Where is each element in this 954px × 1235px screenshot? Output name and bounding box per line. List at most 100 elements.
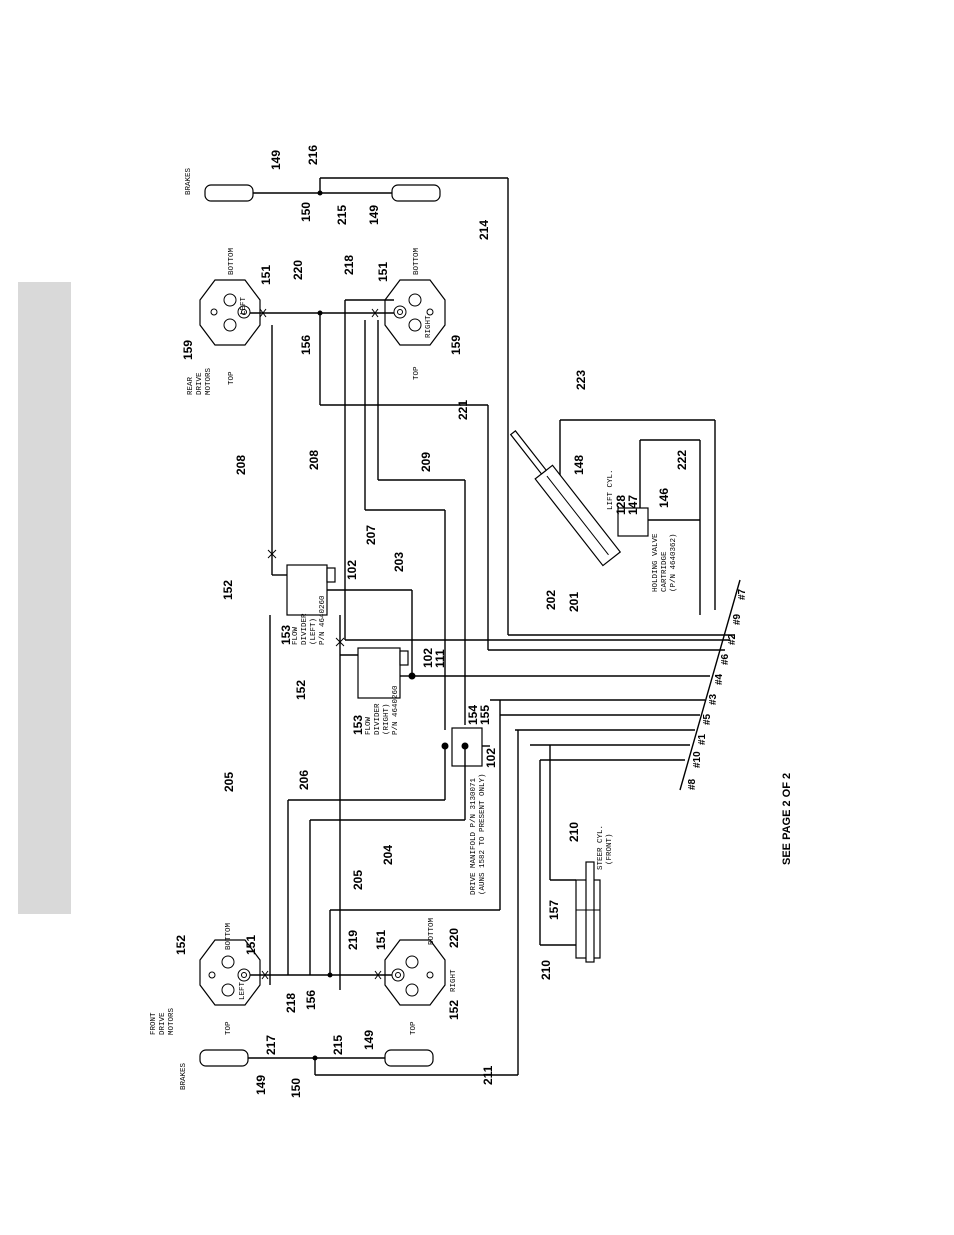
label-right-rr: RIGHT	[425, 315, 433, 338]
rear-brake-left	[204, 184, 254, 202]
front-left-motor	[199, 939, 261, 1006]
steer-cylinder	[575, 861, 601, 963]
callout-147: 147	[626, 495, 640, 515]
port-2: #2	[727, 633, 738, 645]
callout-205a: 205	[222, 772, 236, 792]
front-brake-left	[199, 1049, 249, 1067]
callout-220: 220	[291, 260, 305, 280]
callout-153-b: 153	[351, 715, 365, 735]
callout-222: 222	[675, 450, 689, 470]
callout-150-front: 150	[289, 1078, 303, 1098]
callout-204: 204	[381, 845, 395, 865]
label-left-rl: LEFT	[240, 296, 248, 315]
callout-152-fr: 152	[447, 1000, 461, 1020]
callout-151-fr: 151	[374, 930, 388, 950]
callout-221: 221	[456, 400, 470, 420]
label-bottom-rl: BOTTOM	[228, 247, 236, 275]
label-bottom-fr: BOTTOM	[428, 917, 436, 945]
port-8: #8	[687, 778, 698, 790]
label-holding-3: (P/N 4640362)	[670, 533, 678, 592]
label-top-rr: TOP	[413, 366, 421, 380]
label-rear-line3: MOTORS	[205, 367, 213, 395]
callout-157: 157	[547, 900, 561, 920]
port-5: #5	[702, 713, 713, 725]
callout-102-c: 102	[484, 748, 498, 768]
callout-152-top: 152	[221, 580, 235, 600]
callout-151-fl: 151	[244, 935, 258, 955]
callout-218: 218	[342, 255, 356, 275]
callout-223: 223	[574, 370, 588, 390]
label-fd-left-1: FLOW	[292, 626, 300, 645]
label-brakes-rear: BRAKES	[185, 167, 193, 195]
rear-right-motor	[384, 279, 446, 346]
label-rear-line1: REAR	[187, 376, 195, 395]
callout-209: 209	[419, 452, 433, 472]
callout-102-b: 102	[421, 648, 435, 668]
label-rear-line2: DRIVE	[196, 372, 204, 395]
label-bottom-rr: BOTTOM	[413, 247, 421, 275]
label-steer-2: (FRONT)	[606, 833, 614, 865]
port-3: #3	[708, 693, 719, 705]
callout-153-a: 153	[279, 625, 293, 645]
label-fd-left-3: (LEFT)	[310, 618, 318, 645]
port-9: #9	[732, 613, 743, 625]
port-1: #1	[697, 733, 708, 745]
front-right-motor	[384, 939, 446, 1006]
label-steer-1: STEER CYL.	[597, 825, 605, 870]
label-fd-right-4: P/N 4640260	[392, 685, 400, 735]
callout-128: 128	[614, 495, 628, 515]
label-front-line2: DRIVE	[159, 1012, 167, 1035]
label-fd-left-4: P/N 4640260	[319, 595, 327, 645]
port-7: #7	[737, 588, 748, 600]
callout-217: 217	[264, 1035, 278, 1055]
callout-215-front: 215	[331, 1035, 345, 1055]
callouts: 149 216 150 215 149 214 220 218 151 151 …	[174, 145, 689, 1098]
callout-207: 207	[364, 525, 378, 545]
callout-156-front: 156	[304, 990, 318, 1010]
label-fd-right-3: (RIGHT)	[383, 703, 391, 735]
label-top-fr: TOP	[410, 1021, 418, 1035]
label-lift-cyl: LIFT CYL.	[607, 469, 615, 510]
port-4: #4	[714, 673, 725, 685]
label-top-rl: TOP	[228, 371, 236, 385]
callout-208a: 208	[234, 455, 248, 475]
front-brake-right	[384, 1049, 434, 1067]
rear-left-motor	[199, 279, 261, 346]
callout-151-rr: 151	[376, 262, 390, 282]
label-fd-right-1: FLOW	[365, 716, 373, 735]
port-10: #10	[692, 751, 703, 768]
callout-154: 154	[466, 705, 480, 725]
label-holding-1: HOLDING VALVE	[652, 533, 660, 592]
callout-150: 150	[299, 202, 313, 222]
callout-208b: 208	[307, 450, 321, 470]
callout-149: 149	[269, 150, 283, 170]
callout-201: 201	[567, 592, 581, 612]
callout-206: 206	[297, 770, 311, 790]
label-manifold-1: DRIVE MANIFOLD P/N 3130071	[470, 777, 478, 895]
label-front-line3: MOTORS	[168, 1007, 176, 1035]
footer-note: SEE PAGE 2 OF 2	[781, 773, 793, 865]
side-tab	[18, 282, 71, 914]
port-6: #6	[720, 653, 731, 665]
callout-219: 219	[346, 930, 360, 950]
callout-214: 214	[477, 220, 491, 240]
callout-159-rl: 159	[181, 340, 195, 360]
callout-205b: 205	[351, 870, 365, 890]
callout-151-rl: 151	[259, 265, 273, 285]
label-manifold-2: (AUNS 1582 TO PRESENT ONLY)	[479, 773, 487, 895]
callout-148: 148	[572, 455, 586, 475]
label-fd-right-2: DIVIDER	[374, 703, 382, 735]
label-front-line1: FRONT	[150, 1012, 158, 1035]
callout-210b: 210	[539, 960, 553, 980]
callout-216: 216	[306, 145, 320, 165]
label-holding-2: CARTRIDGE	[661, 551, 669, 592]
callout-111: 111	[433, 649, 447, 668]
callout-218-front: 218	[284, 993, 298, 1013]
label-fd-left-2: DIVIDER	[301, 613, 309, 645]
callout-152-mid: 152	[294, 680, 308, 700]
callout-149-front-b: 149	[254, 1075, 268, 1095]
label-brakes-front: BRAKES	[180, 1062, 188, 1090]
callout-155: 155	[478, 705, 492, 725]
label-top-fl: TOP	[225, 1021, 233, 1035]
callout-215: 215	[335, 205, 349, 225]
